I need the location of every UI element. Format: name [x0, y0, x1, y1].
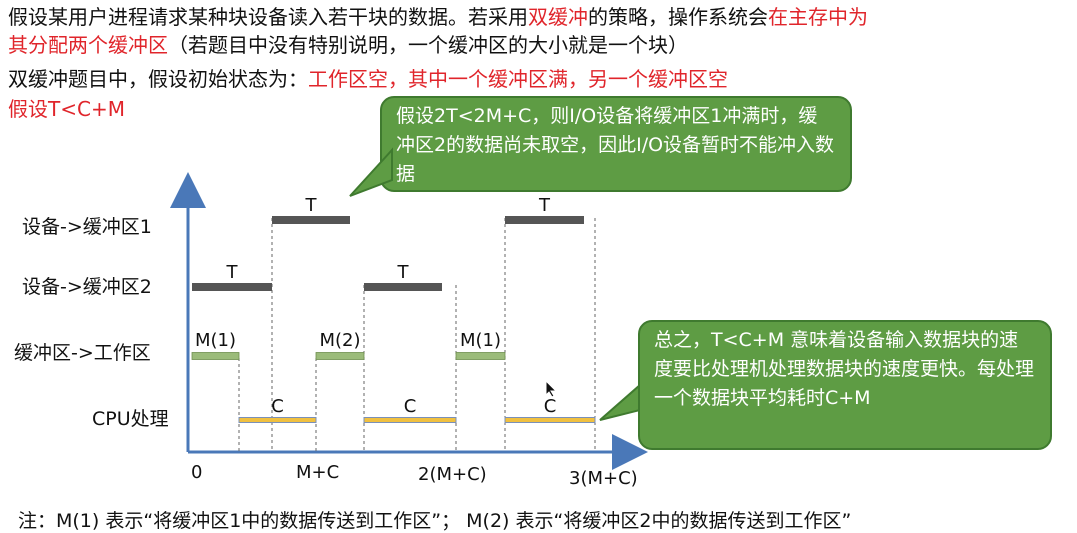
intro-highlight: 其分配两个缓冲区 — [8, 33, 168, 57]
intro-text: （若题目中没有特别说明，一个缓冲区的大小就是一个块） — [168, 33, 688, 57]
segment-bar — [238, 417, 317, 423]
callout-top: 假设2T<2M+C，则I/O设备将缓冲区1冲满时，缓冲区2的数据尚未取空，因此I… — [380, 96, 852, 192]
x-tick-0: 0 — [191, 462, 203, 483]
segment-bar — [364, 283, 442, 291]
intro-line-2: 其分配两个缓冲区（若题目中没有特别说明，一个缓冲区的大小就是一个块） — [8, 32, 688, 58]
segment-label: M(1) — [460, 330, 501, 351]
guide-lines — [238, 218, 596, 452]
row-label-device-buffer2: 设备->缓冲区2 — [22, 276, 152, 298]
intro-line-4: 假设T<C+M — [8, 97, 125, 121]
segment-bar — [192, 283, 272, 291]
segment-bar — [455, 352, 506, 360]
intro-text: 的策略，操作系统会 — [588, 5, 768, 29]
segment-label: C — [271, 396, 284, 417]
x-tick-2mc: 2(M+C) — [418, 464, 487, 485]
segment-label: M(2) — [319, 330, 360, 351]
segment-label: C — [544, 396, 557, 417]
segment-bar — [191, 352, 240, 360]
row-label-buffer-workspace: 缓冲区->工作区 — [14, 342, 151, 364]
segments-group: T T T T M(1) M(2) M(1) C C C — [191, 195, 596, 423]
callout-right: 总之，T<C+M 意味着设备输入数据块的速度要比处理机处理数据块的速度更快。每处… — [638, 320, 1052, 450]
segment-label: T — [305, 195, 318, 216]
segment-label: C — [404, 396, 417, 417]
segment-bar — [363, 417, 457, 423]
row-label-cpu: CPU处理 — [92, 408, 169, 430]
segment-bar — [315, 352, 365, 360]
row-label-device-buffer1: 设备->缓冲区1 — [22, 216, 152, 238]
footnote: 注：M(1) 表示“将缓冲区1中的数据传送到工作区”； M(2) 表示“将缓冲区… — [18, 510, 852, 532]
mouse-cursor-icon — [545, 380, 558, 398]
intro-text: 双缓冲题目中，假设初始状态为： — [8, 67, 308, 91]
segment-bar — [505, 216, 584, 224]
segment-bar — [272, 216, 350, 224]
intro-text: 假设某用户进程请求某种块设备读入若干块的数据。若采用 — [8, 5, 528, 29]
segment-label: M(1) — [195, 330, 236, 351]
intro-line-3: 双缓冲题目中，假设初始状态为：工作区空，其中一个缓冲区满，另一个缓冲区空 — [8, 66, 728, 92]
x-tick-3mc: 3(M+C) — [569, 468, 638, 489]
intro-line-1: 假设某用户进程请求某种块设备读入若干块的数据。若采用双缓冲的策略，操作系统会在主… — [8, 4, 868, 30]
segment-label: T — [397, 262, 410, 283]
segment-label: T — [538, 195, 551, 216]
segment-label: T — [226, 262, 239, 283]
intro-highlight: 工作区空，其中一个缓冲区满，另一个缓冲区空 — [308, 67, 728, 91]
segment-bar — [504, 417, 596, 423]
x-tick-mc: M+C — [296, 462, 340, 483]
intro-highlight: 在主存中为 — [768, 5, 868, 29]
intro-highlight: 双缓冲 — [528, 5, 588, 29]
